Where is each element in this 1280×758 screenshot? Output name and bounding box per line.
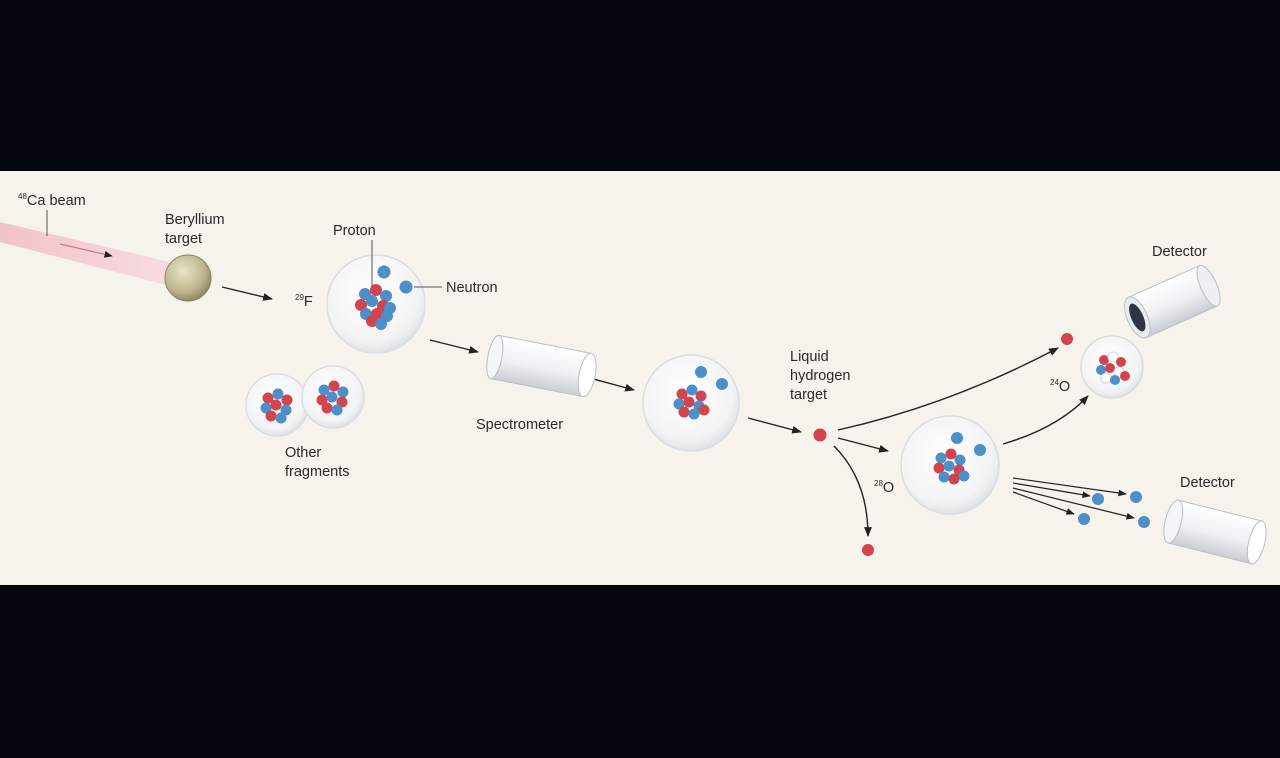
- neutron-label: Neutron: [446, 280, 498, 296]
- f29-nucleus: [326, 254, 426, 354]
- detector-top-label: Detector: [1152, 244, 1207, 260]
- proton-out-bottom: [862, 544, 874, 556]
- other-fragment-2: [301, 365, 365, 429]
- arrow-hydrogen-to-proton-top: [837, 347, 1059, 431]
- arrow-hydrogen-to-o28: [837, 437, 889, 453]
- bottom-letterbox: [0, 585, 1280, 758]
- neutron-out-3: [1078, 513, 1090, 525]
- other-fragment-1: [245, 373, 309, 437]
- spectrometer-cylinder: [486, 334, 597, 398]
- o28-label: 28O: [874, 479, 894, 496]
- arrow-neutron-3: [1012, 487, 1135, 520]
- arrow-neutron-4: [1012, 491, 1075, 515]
- neutron-out-4: [1138, 516, 1150, 528]
- beam-label: 48Ca beam: [18, 192, 86, 209]
- neutron-marker: [377, 265, 391, 279]
- neutron-out-1: [1092, 493, 1104, 505]
- detector-top-cylinder: [1123, 264, 1221, 339]
- middle-nucleus: [642, 354, 740, 452]
- arrow-be-to-f29: [221, 286, 273, 301]
- top-letterbox: [0, 0, 1280, 171]
- arrow-hydrogen-to-proton-bottom: [833, 445, 872, 537]
- spectrometer-label: Spectrometer: [476, 417, 563, 433]
- arrow-f29-to-spectrometer: [429, 339, 479, 354]
- beryllium-label: Beryllium target: [165, 212, 229, 247]
- detector-bottom-cylinder: [1163, 499, 1267, 565]
- f29-label: 29F: [295, 293, 313, 310]
- proton-out-top: [1061, 333, 1073, 345]
- proton-label: Proton: [333, 223, 376, 239]
- diagram-panel: [0, 171, 1280, 585]
- other-fragments-label: Other fragments: [285, 445, 349, 480]
- detector-bottom-label: Detector: [1180, 475, 1235, 491]
- arrow-neutron-2: [1012, 482, 1091, 499]
- arrow-neutron-1: [1012, 477, 1127, 497]
- o24-label: 24O: [1050, 378, 1070, 395]
- neutron-out-2: [1130, 491, 1142, 503]
- liquid-hydrogen-label: Liquid hydrogen target: [790, 349, 855, 403]
- o24-nucleus: [1080, 335, 1144, 399]
- ca-beam: [0, 222, 170, 286]
- liquid-hydrogen-target: [813, 428, 827, 442]
- o28-nucleus: [900, 415, 1000, 515]
- arrow-o28-to-o24: [1002, 395, 1089, 445]
- beryllium-target-sphere: [164, 254, 212, 302]
- beam-direction-arrow: [59, 243, 113, 258]
- arrow-nucleus-to-hydrogen: [747, 417, 802, 434]
